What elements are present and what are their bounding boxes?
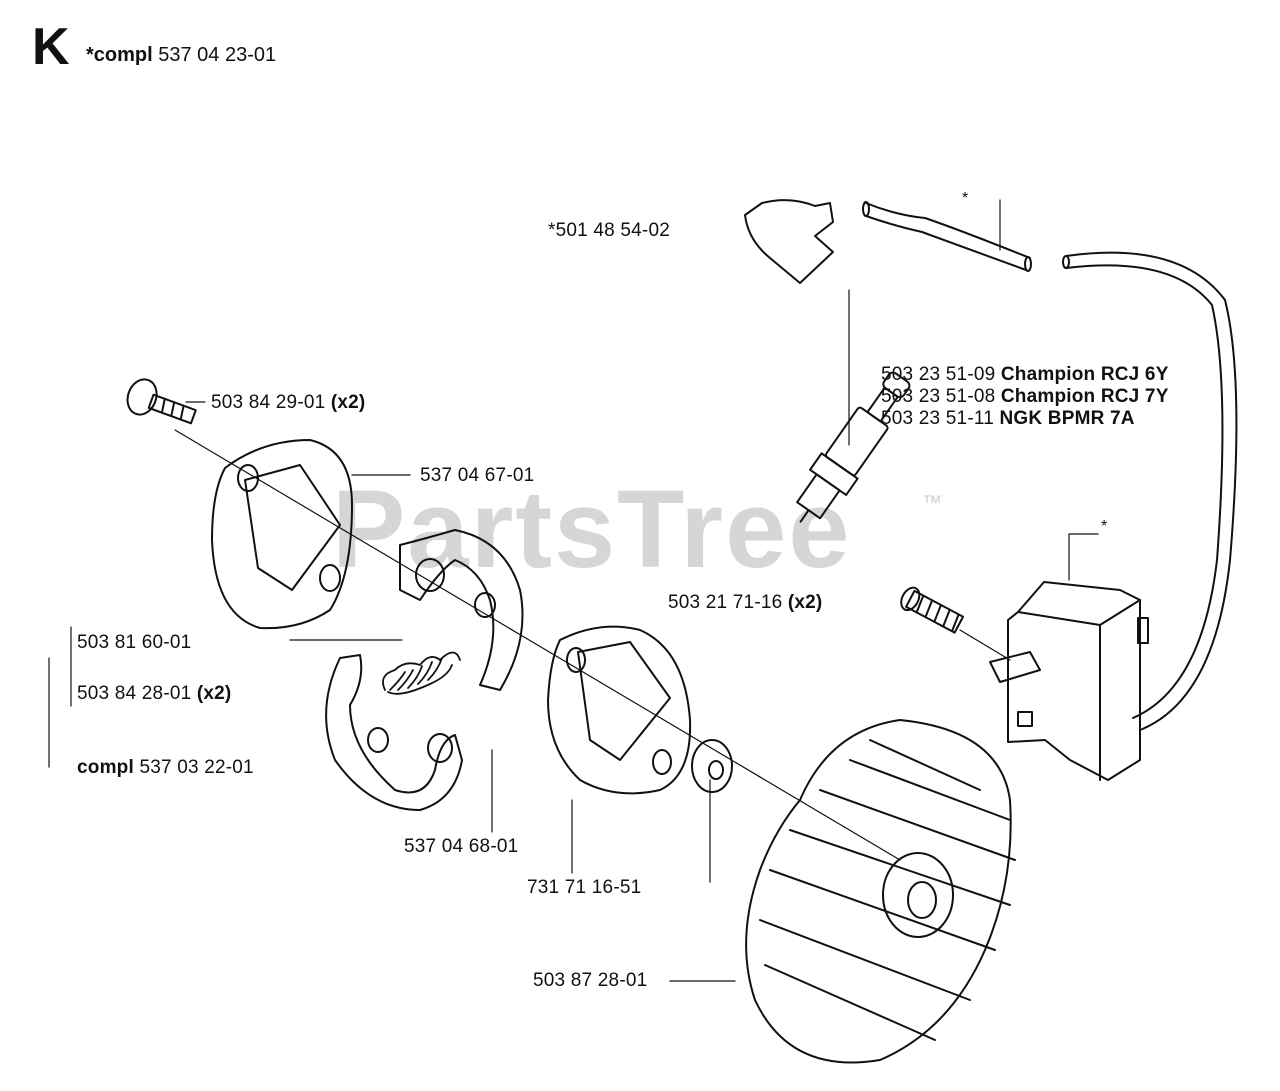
part-label-537032201[interactable]: compl 537 03 22-01 xyxy=(77,757,254,779)
part-label-537046801[interactable]: 537 04 68-01 xyxy=(404,836,519,857)
compl-header: *compl 537 04 23-01 xyxy=(86,44,276,67)
compl-number: 537 04 23-01 xyxy=(158,44,277,66)
part-number: 503 21 71-16 xyxy=(668,592,783,613)
ignition-cable xyxy=(1062,251,1238,731)
part-label-503872801[interactable]: 503 87 28-01 xyxy=(533,970,648,991)
clutch-spring xyxy=(382,651,461,695)
part-number: 503 84 29-01 xyxy=(211,392,326,413)
part-label-503235108[interactable]: 503 23 51-08 Champion RCJ 7Y xyxy=(881,386,1169,408)
ignition-module xyxy=(989,581,1149,781)
carrier-plate-top xyxy=(211,439,353,630)
part-number: 537 03 22-01 xyxy=(139,757,254,778)
compl-prefix: *compl xyxy=(86,44,153,66)
part-number: 503 23 51-08 xyxy=(881,386,996,407)
part-label-503842901[interactable]: 503 84 29-01 (x2) xyxy=(211,392,365,414)
part-qty: (x2) xyxy=(787,592,823,613)
rubber-cover xyxy=(744,199,834,284)
part-number: 503 23 51-09 xyxy=(881,364,996,385)
watermark: PartsTree xyxy=(332,468,852,591)
part-desc: Champion RCJ 6Y xyxy=(1000,364,1169,385)
short-hose xyxy=(862,201,1032,272)
part-label-501485402[interactable]: *501 48 54-02 xyxy=(548,220,670,241)
part-number: 503 23 51-11 xyxy=(881,408,994,429)
part-desc: NGK BPMR 7A xyxy=(999,408,1135,429)
section-letter: K xyxy=(32,18,70,76)
part-label-731711651[interactable]: 731 71 16-51 xyxy=(527,877,642,898)
carrier-plate-bottom xyxy=(547,625,692,795)
compl-prefix: compl xyxy=(77,757,134,778)
washer xyxy=(691,739,733,793)
part-label-503816001[interactable]: 503 81 60-01 xyxy=(77,632,192,653)
part-label-537046701[interactable]: 537 04 67-01 xyxy=(420,465,535,486)
module-screw xyxy=(900,586,965,634)
part-label-503842801[interactable]: 503 84 28-01 (x2) xyxy=(77,683,231,705)
module-asterisk: * xyxy=(1101,518,1108,535)
clutch-shoe-bottom xyxy=(325,654,463,811)
hose-asterisk: * xyxy=(962,190,969,207)
spark-plug xyxy=(796,371,911,523)
clutch-shoe-top xyxy=(399,529,524,691)
part-label-503235109[interactable]: 503 23 51-09 Champion RCJ 6Y xyxy=(881,364,1169,386)
part-desc: Champion RCJ 7Y xyxy=(1000,386,1169,407)
flywheel xyxy=(745,719,1016,1064)
leader-lines xyxy=(48,199,1099,982)
watermark-trademark: ™ xyxy=(922,492,942,514)
part-label-503235111[interactable]: 503 23 51-11 NGK BPMR 7A xyxy=(881,408,1135,430)
part-label-503217116[interactable]: 503 21 71-16 (x2) xyxy=(668,592,822,614)
part-number: 503 84 28-01 xyxy=(77,683,192,704)
part-qty: (x2) xyxy=(196,683,232,704)
bolt-top xyxy=(126,378,197,425)
part-qty: (x2) xyxy=(330,392,366,413)
